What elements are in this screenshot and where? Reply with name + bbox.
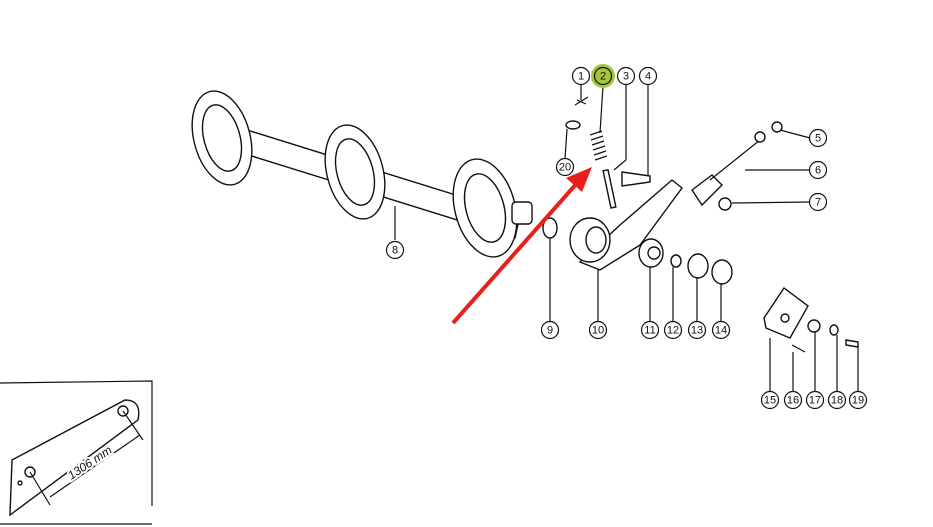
shaft-assembly: [191, 90, 533, 258]
callout-part-12[interactable]: 12: [663, 320, 683, 340]
callout-part-19[interactable]: 19: [848, 390, 868, 410]
callout-label: 16: [787, 395, 799, 407]
callout-part-15[interactable]: 15: [760, 390, 780, 410]
tensioner-parts: [542, 96, 859, 353]
callout-label: 6: [815, 165, 821, 177]
callout-part-2[interactable]: 2: [591, 64, 615, 88]
callout-label: 10: [592, 325, 604, 337]
callout-part-11[interactable]: 11: [640, 320, 660, 340]
callout-label: 17: [809, 395, 821, 407]
callout-part-4[interactable]: 4: [638, 66, 658, 86]
leader-lines: [549, 84, 859, 392]
callout-label: 3: [623, 71, 629, 83]
callout-part-18[interactable]: 18: [827, 390, 847, 410]
callout-label: 15: [764, 395, 776, 407]
callout-label: 4: [645, 71, 651, 83]
callout-label: 19: [852, 395, 864, 407]
callout-part-1[interactable]: 1: [571, 66, 591, 86]
callout-part-20[interactable]: 20: [555, 157, 575, 177]
callout-label: 2: [600, 71, 606, 83]
callout-part-8[interactable]: 8: [385, 240, 405, 260]
callout-part-9[interactable]: 9: [540, 320, 560, 340]
callout-label: 20: [559, 162, 571, 174]
callout-label: 18: [831, 395, 843, 407]
callout-label: 8: [392, 245, 398, 257]
callout-label: 14: [715, 325, 727, 337]
callout-part-10[interactable]: 10: [588, 320, 608, 340]
callout-part-13[interactable]: 13: [687, 320, 707, 340]
callout-label: 1: [578, 71, 584, 83]
callout-label: 12: [667, 325, 679, 337]
spring-icon: [589, 130, 608, 161]
callout-label: 9: [547, 325, 553, 337]
callout-part-3[interactable]: 3: [616, 66, 636, 86]
red-arrow-icon: [451, 167, 592, 325]
callout-part-14[interactable]: 14: [711, 320, 731, 340]
callout-label: 7: [815, 197, 821, 209]
callout-part-6[interactable]: 6: [808, 160, 828, 180]
inset-dimension-drawing: 1306 mm: [0, 380, 153, 525]
callout-part-17[interactable]: 17: [805, 390, 825, 410]
callout-label: 5: [815, 133, 821, 145]
callout-part-16[interactable]: 16: [783, 390, 803, 410]
callout-label: 11: [644, 325, 655, 337]
callout-label: 13: [691, 325, 703, 337]
callout-part-7[interactable]: 7: [808, 192, 828, 212]
callout-part-5[interactable]: 5: [808, 128, 828, 148]
